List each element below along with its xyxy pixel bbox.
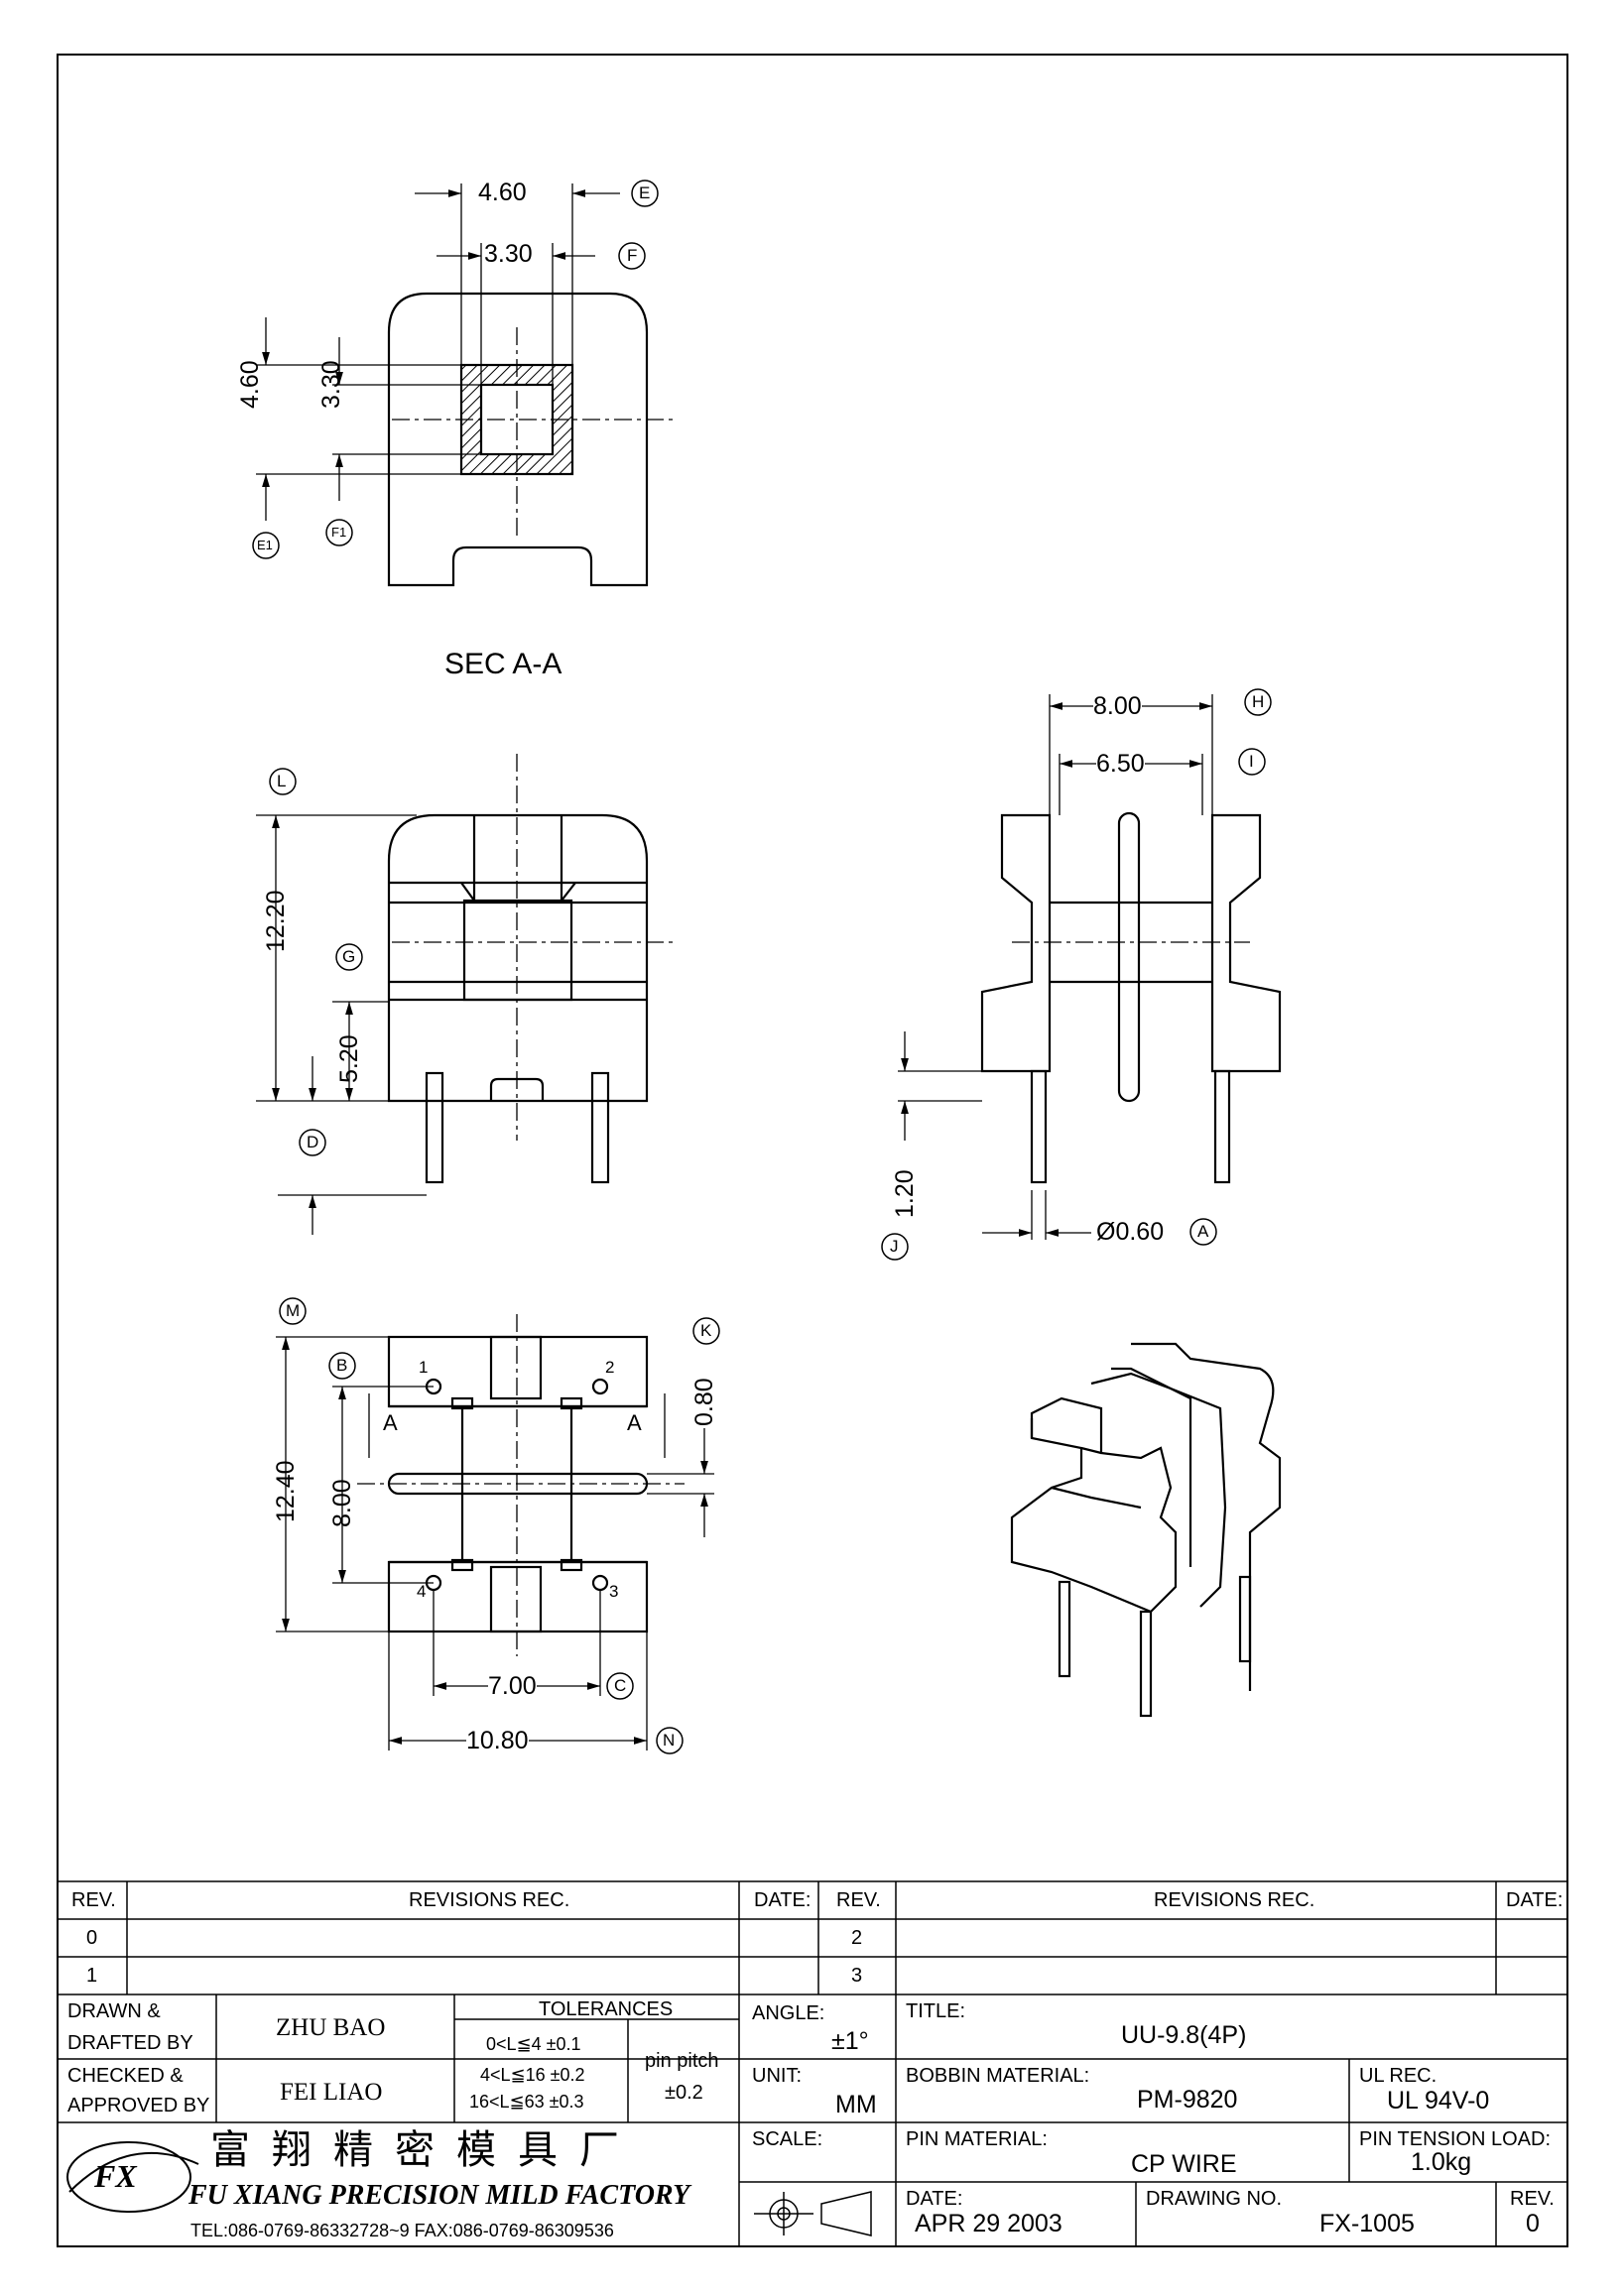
dim-k: 0.80: [690, 1378, 718, 1426]
pin-pitch-label: pin pitch: [645, 2050, 719, 2072]
ul-rec-label: UL REC.: [1359, 2065, 1437, 2087]
balloon-c: C: [614, 1676, 627, 1695]
tolerance-3: 16<L≦63 ±0.3: [469, 2092, 584, 2112]
pin-material-label: PIN MATERIAL:: [906, 2128, 1048, 2150]
pin-tension-value: 1.0kg: [1411, 2148, 1472, 2176]
pin-number-3: 3: [609, 1582, 619, 1601]
revisions-header-left: REVISIONS REC.: [409, 1889, 570, 1911]
bobbin-material-label: BOBBIN MATERIAL:: [906, 2065, 1090, 2087]
dim-h: 8.00: [1093, 692, 1142, 720]
company-logo-text: FX: [94, 2158, 137, 2194]
dim-e1: 4.60: [236, 360, 264, 409]
section-a-a-view: [256, 183, 675, 587]
balloon-l: L: [277, 772, 287, 790]
sheet-border: [57, 54, 1568, 2247]
balloon-b: B: [336, 1356, 348, 1375]
drawing-no-label: DRAWING NO.: [1146, 2188, 1283, 2210]
drawn-by: ZHU BAO: [276, 2014, 386, 2041]
balloons: [252, 180, 1272, 1754]
unit-value: MM: [835, 2091, 877, 2118]
ul-rec-value: UL 94V-0: [1387, 2087, 1490, 2115]
rev-row-1: 1: [86, 1965, 98, 1987]
title-label: TITLE:: [906, 2000, 966, 2022]
drawn-label-1: DRAWN &: [67, 2000, 161, 2022]
tolerances-label: TOLERANCES: [539, 1998, 674, 2020]
date-label: DATE:: [906, 2188, 963, 2210]
balloon-k: K: [700, 1321, 712, 1340]
company-logo: [66, 2141, 199, 2213]
rev-row-0: 0: [86, 1927, 98, 1949]
dim-j: 1.20: [891, 1169, 919, 1218]
checked-label-1: CHECKED &: [67, 2065, 184, 2087]
pin-number-2: 2: [605, 1358, 615, 1377]
balloon-d: D: [307, 1133, 319, 1151]
checked-label-2: APPROVED BY: [67, 2095, 210, 2116]
isometric-view: [1010, 1342, 1282, 1718]
title-block-grid: [58, 1880, 1567, 2246]
title-value: UU-9.8(4P): [1121, 2021, 1247, 2049]
balloon-e1: E1: [257, 538, 273, 552]
angle-value: ±1°: [831, 2027, 869, 2055]
front-view: [898, 694, 1282, 1240]
balloon-h: H: [1252, 692, 1265, 711]
dim-n: 10.80: [466, 1727, 529, 1754]
unit-label: UNIT:: [752, 2065, 802, 2087]
rev-header-right: REV.: [836, 1889, 881, 1911]
date-value: APR 29 2003: [915, 2210, 1062, 2237]
pin-tension-label: PIN TENSION LOAD:: [1359, 2128, 1552, 2150]
tolerance-1: 0<L≦4 ±0.1: [486, 2034, 581, 2054]
section-mark-left: A: [383, 1410, 398, 1435]
pin-number-1: 1: [419, 1358, 429, 1377]
rev-header-left: REV.: [71, 1889, 116, 1911]
balloon-a: A: [1197, 1222, 1209, 1241]
angle-label: ANGLE:: [752, 2002, 825, 2024]
balloon-g: G: [342, 947, 356, 966]
drawn-label-2: DRAFTED BY: [67, 2032, 193, 2054]
rev-row-3: 3: [851, 1965, 863, 1987]
balloon-i: I: [1249, 752, 1254, 771]
company-name-cn: 富 翔 精 密 模 具 厂: [210, 2127, 625, 2172]
pin-material-value: CP WIRE: [1131, 2150, 1237, 2178]
rev-value: 0: [1526, 2210, 1540, 2237]
pin-number-4: 4: [417, 1582, 427, 1601]
rev-row-2: 2: [851, 1927, 863, 1949]
dim-b: 8.00: [328, 1479, 356, 1527]
dim-i: 6.50: [1096, 750, 1145, 778]
rev-label: REV.: [1510, 2188, 1555, 2210]
dim-m: 12.40: [272, 1460, 300, 1522]
section-title: SEC A-A: [444, 648, 562, 680]
balloon-e: E: [639, 183, 651, 202]
section-mark-right: A: [627, 1410, 642, 1435]
checked-by: FEI LIAO: [280, 2079, 383, 2106]
company-name-en: FU XIANG PRECISION MILD FACTORY: [188, 2180, 690, 2211]
side-view: [256, 754, 675, 1235]
tolerance-2: 4<L≦16 ±0.2: [480, 2065, 585, 2085]
drawing-no-value: FX-1005: [1319, 2210, 1415, 2237]
dim-c: 7.00: [488, 1672, 537, 1700]
dim-g: 5.20: [335, 1034, 363, 1083]
pin-pitch-tolerance: ±0.2: [665, 2082, 703, 2104]
company-contact: TEL:086-0769-86332728~9 FAX:086-0769-863…: [190, 2221, 614, 2240]
bottom-view: [276, 1314, 714, 1751]
revisions-header-right: REVISIONS REC.: [1154, 1889, 1315, 1911]
balloon-j: J: [890, 1237, 899, 1256]
dim-f: 3.30: [484, 240, 533, 268]
scale-label: SCALE:: [752, 2128, 823, 2150]
dim-a: Ø0.60: [1096, 1218, 1165, 1246]
dim-f1: 3.30: [317, 360, 345, 409]
balloon-n: N: [663, 1731, 676, 1750]
dim-e: 4.60: [478, 179, 527, 206]
bobbin-material-value: PM-9820: [1137, 2086, 1238, 2114]
date-header-left: DATE:: [754, 1889, 812, 1911]
balloon-m: M: [286, 1301, 301, 1320]
date-header-right: DATE:: [1506, 1889, 1563, 1911]
balloon-f1: F1: [331, 525, 347, 540]
dim-l: 12.20: [262, 890, 290, 952]
balloon-f: F: [627, 246, 638, 265]
